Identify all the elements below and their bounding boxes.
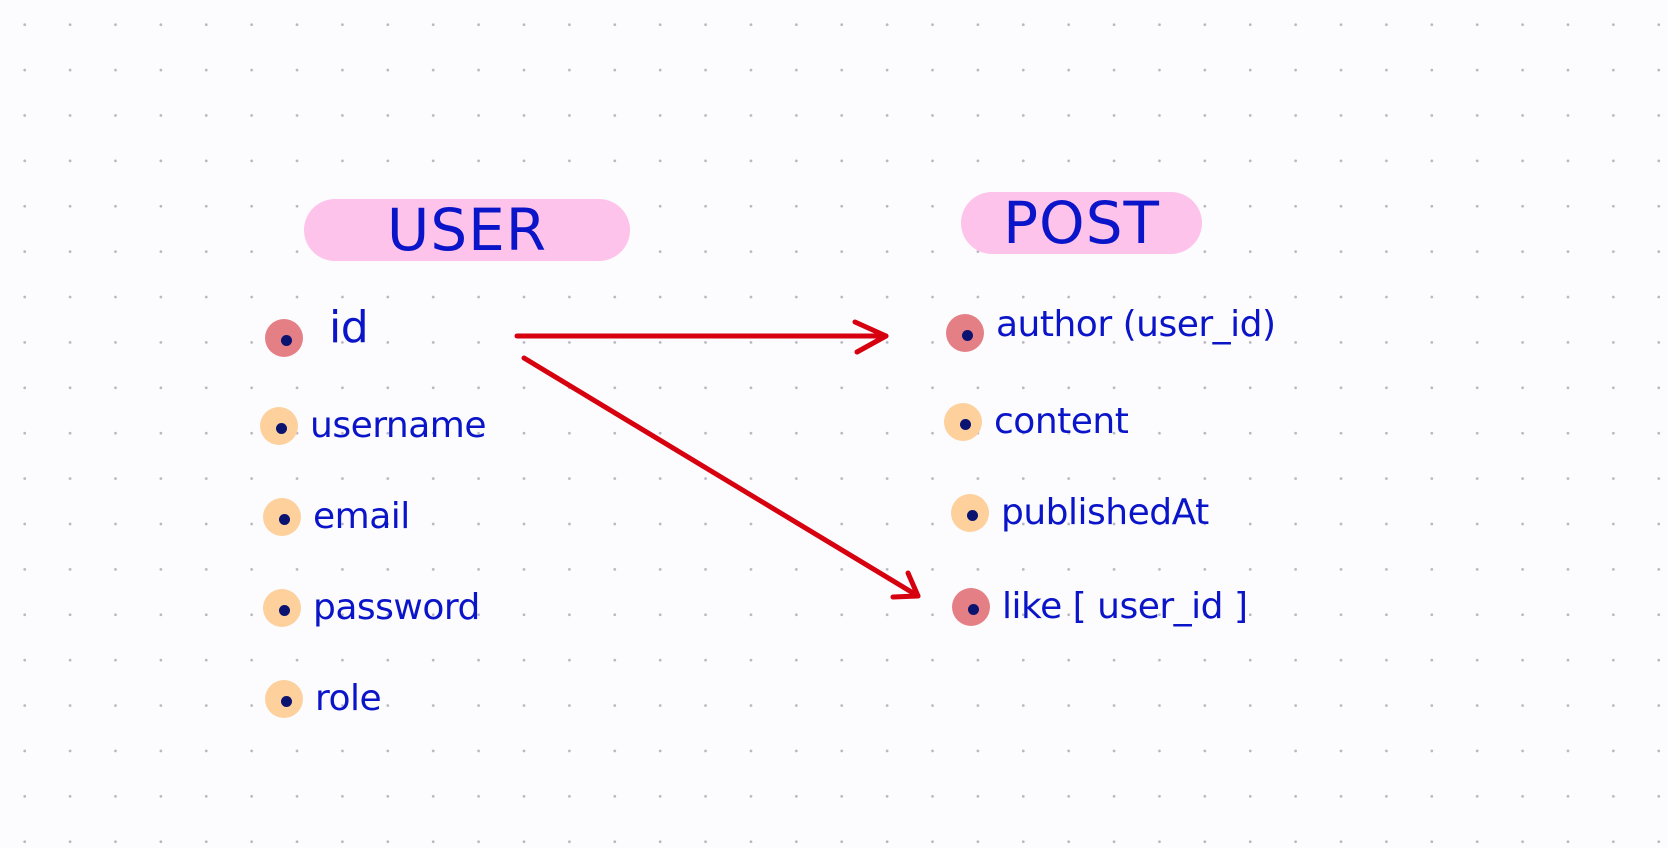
user-field-role: role — [265, 677, 382, 721]
post-field-like: like [ user_id ] — [952, 585, 1248, 629]
post-field-content-label: content — [994, 401, 1129, 442]
user-field-id: id — [265, 306, 369, 360]
user-field-username-label: username — [310, 405, 486, 446]
post-field-published-at-label: publishedAt — [1001, 492, 1209, 533]
key-dot-icon — [265, 319, 303, 357]
key-dot-icon — [946, 314, 984, 352]
user-field-role-label: role — [315, 678, 382, 719]
user-field-username: username — [260, 404, 486, 448]
user-field-id-label: id — [329, 302, 369, 353]
post-field-published-at: publishedAt — [951, 491, 1209, 535]
key-dot-icon — [952, 588, 990, 626]
entity-title-user: USER — [304, 199, 630, 261]
user-field-password-label: password — [313, 587, 480, 628]
user-field-password: password — [263, 586, 480, 630]
attribute-dot-icon — [951, 494, 989, 532]
entity-title-post: POST — [961, 192, 1202, 254]
entity-title-post-text: POST — [1003, 189, 1160, 257]
attribute-dot-icon — [263, 589, 301, 627]
arrowhead-id-to-author — [852, 319, 889, 355]
attribute-dot-icon — [944, 403, 982, 441]
attribute-dot-icon — [260, 407, 298, 445]
post-field-content: content — [944, 400, 1129, 444]
arrowhead-id-to-like — [890, 570, 921, 600]
entity-title-user-text: USER — [386, 196, 548, 264]
attribute-dot-icon — [265, 680, 303, 718]
user-field-email-label: email — [313, 496, 410, 537]
post-field-author-label: author (user_id) — [996, 304, 1276, 345]
post-field-like-label: like [ user_id ] — [1002, 586, 1248, 627]
attribute-dot-icon — [263, 498, 301, 536]
post-field-author: author (user_id) — [946, 307, 1276, 355]
arrow-id-to-like — [521, 355, 921, 599]
user-field-email: email — [263, 495, 410, 539]
